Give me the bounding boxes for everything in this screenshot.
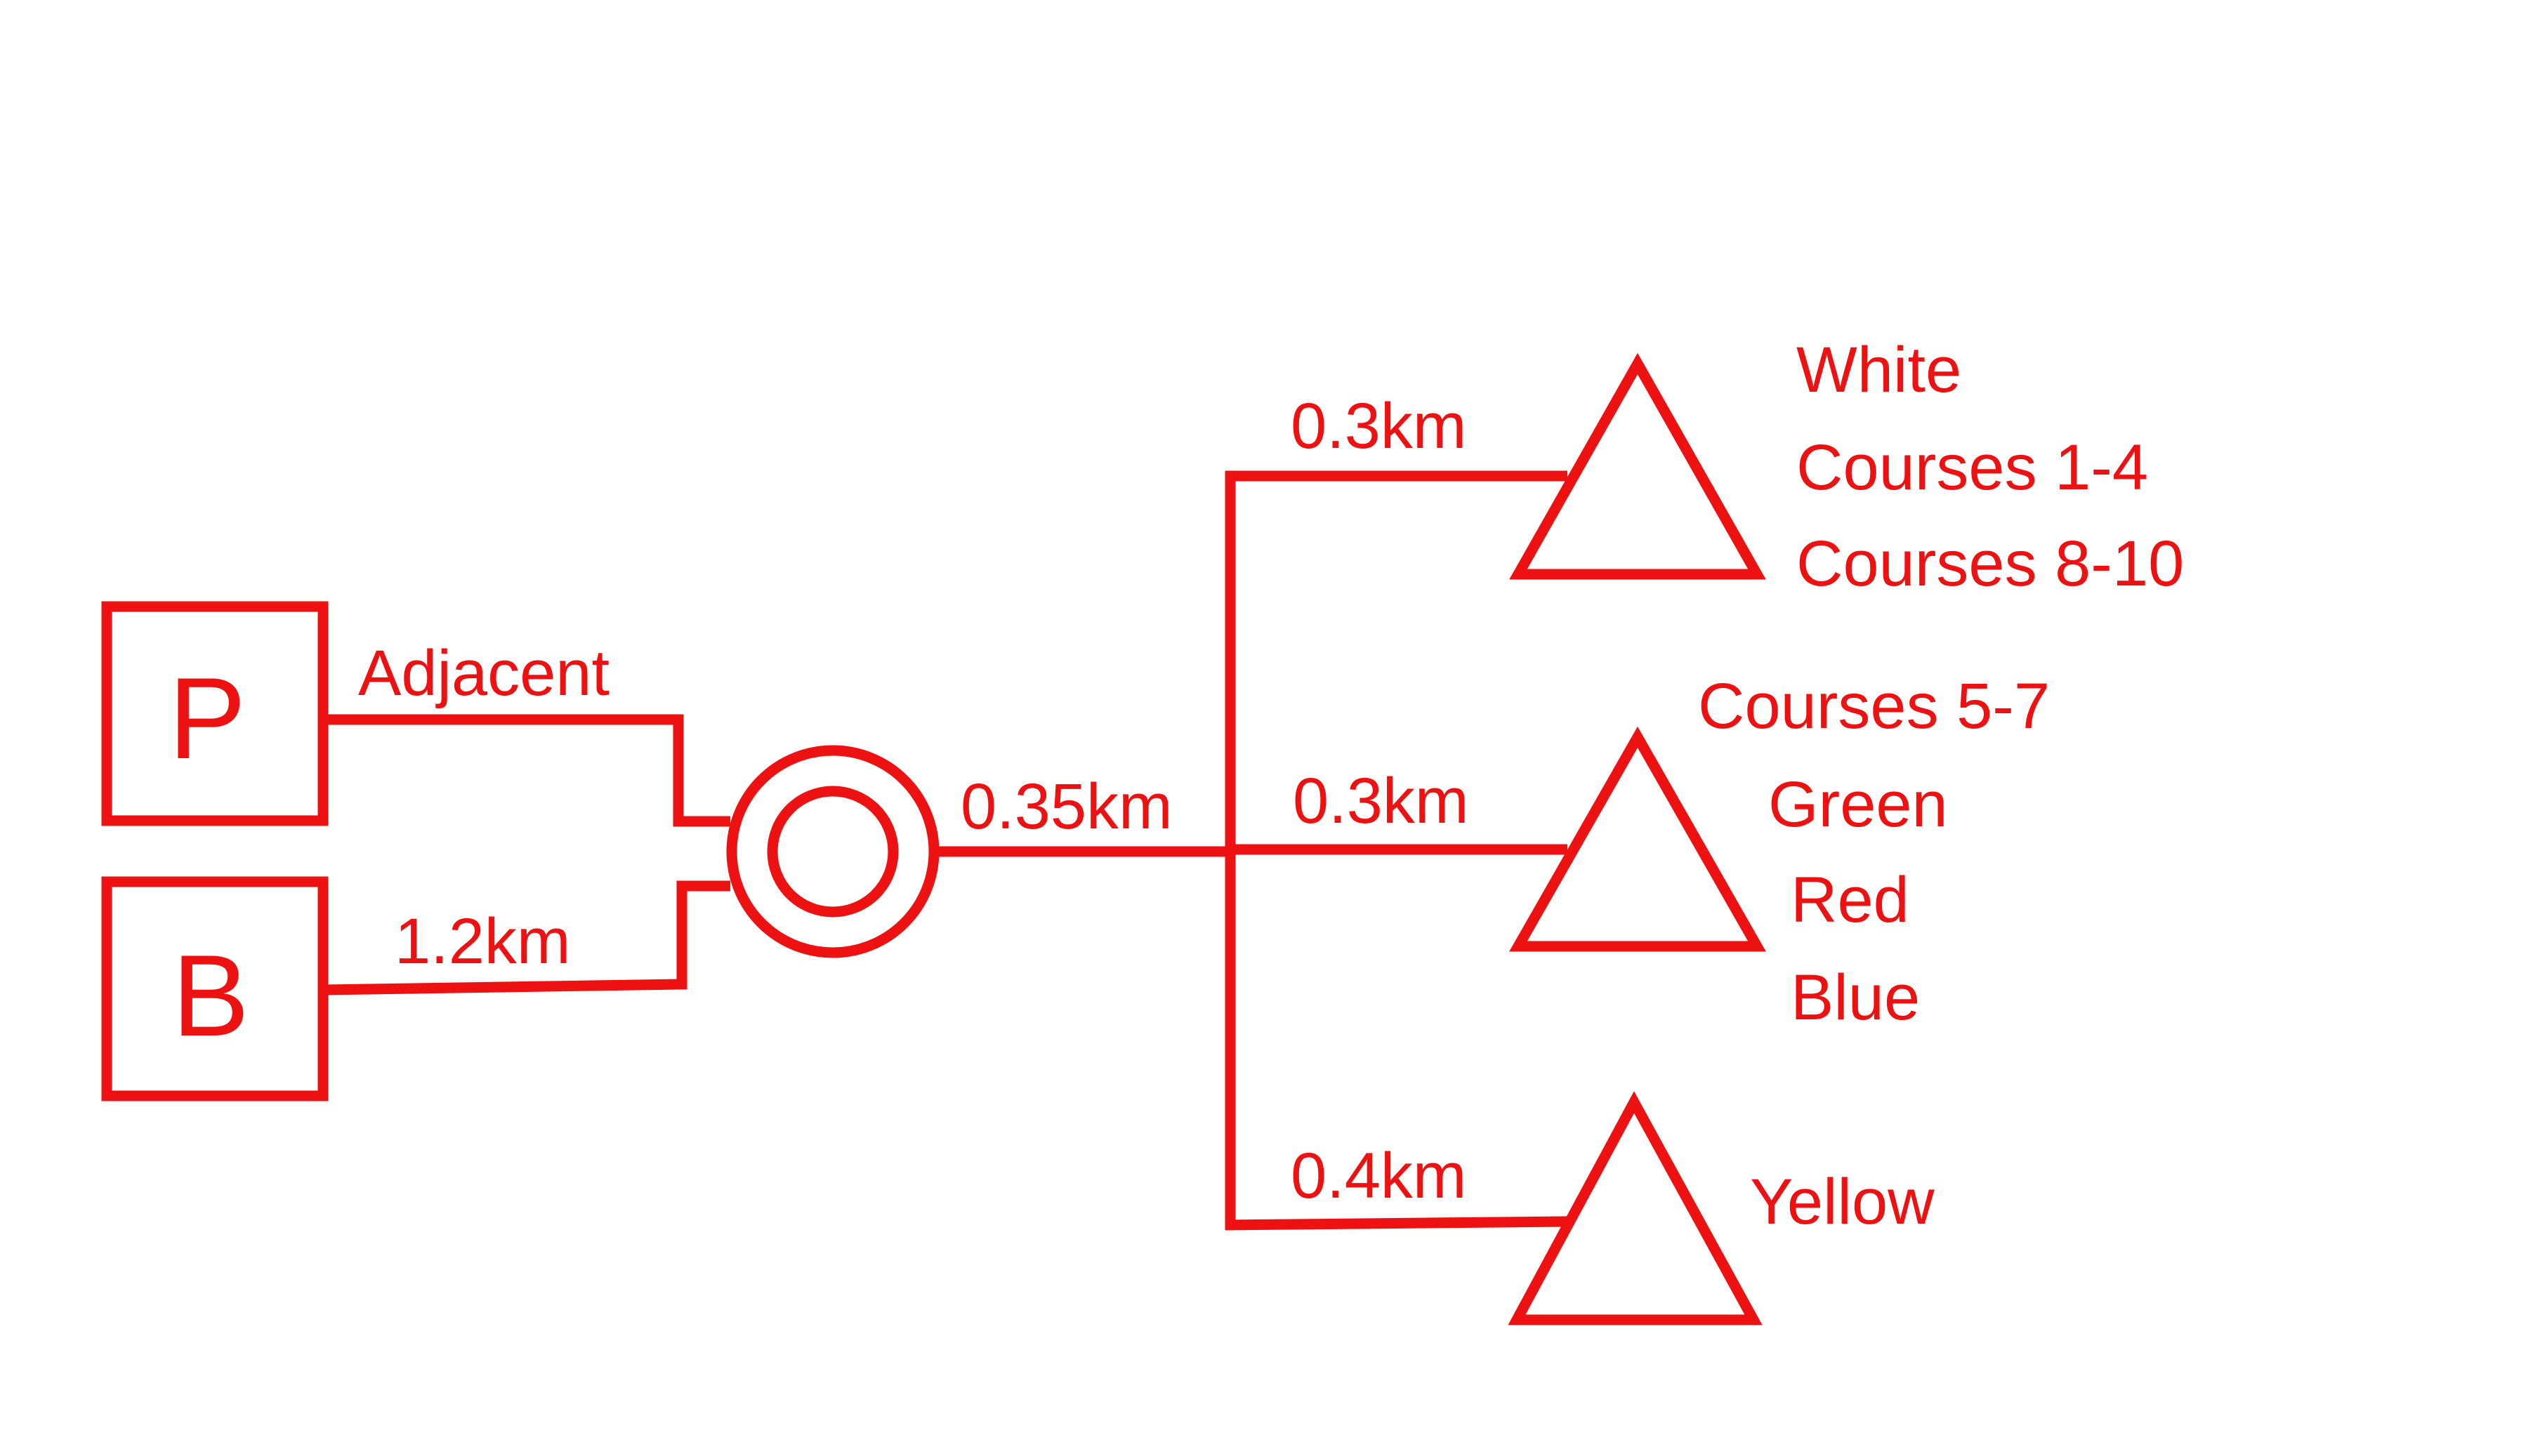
group-label-blue: Blue (1791, 962, 1920, 1033)
b-to-hub-label: 1.2km (395, 906, 571, 977)
group-label-courses-5-7: Courses 5-7 (1698, 670, 2050, 742)
p-box-letter: P (169, 654, 246, 783)
branch-yellow-line (1225, 1216, 1568, 1231)
start-white-triangle (1509, 352, 1766, 580)
hub-outer-ring (726, 745, 940, 958)
p-to-hub-line (323, 714, 730, 827)
hub-double-circle (726, 745, 940, 958)
group-label-red: Red (1791, 864, 1909, 936)
group-label-courses-8-10: Courses 8-10 (1796, 528, 2184, 600)
p-to-hub-label: Adjacent (358, 637, 610, 709)
group-label-white: White (1796, 334, 1961, 406)
group-label-green: Green (1768, 769, 1948, 840)
p-box: P (101, 601, 329, 826)
branch-yellow-label: 0.4km (1291, 1140, 1467, 1212)
group-label-courses-1-4: Courses 1-4 (1796, 432, 2148, 503)
branch-white-label: 0.3km (1291, 390, 1467, 462)
b-to-hub-line (322, 880, 730, 995)
start-yellow-labels: Yellow (1750, 1166, 1935, 1238)
start-middle-labels: Courses 5-7 Green Red Blue (1698, 670, 2050, 1033)
hub-to-junction-label: 0.35km (961, 771, 1173, 842)
branch-middle-label: 0.3km (1293, 765, 1469, 837)
b-box-letter: B (172, 931, 249, 1060)
b-box: B (101, 876, 329, 1101)
group-label-yellow: Yellow (1750, 1166, 1935, 1238)
p-box-frame (101, 601, 329, 826)
start-middle-triangle (1509, 726, 1766, 952)
start-yellow-triangle (1508, 1091, 1763, 1325)
hub-inner-ring (767, 786, 899, 918)
start-white-labels: White Courses 1-4 Courses 8-10 (1796, 334, 2184, 600)
